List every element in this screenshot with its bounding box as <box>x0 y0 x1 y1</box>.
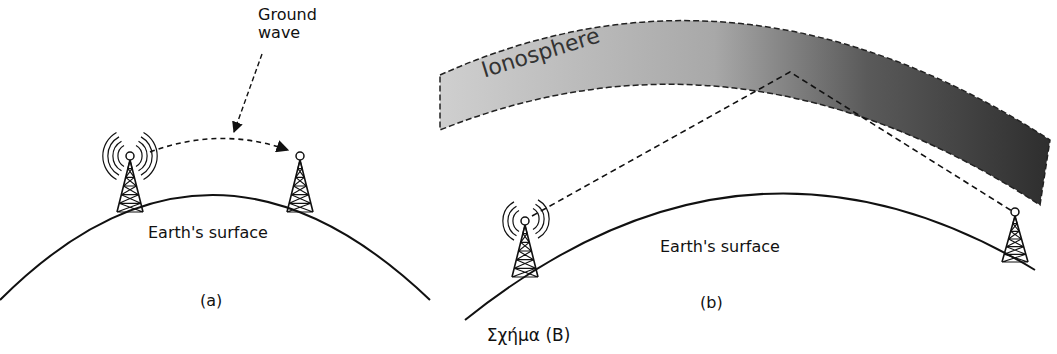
emission-arc <box>139 141 148 171</box>
emission-arc <box>103 133 117 180</box>
wave-label: Ground wave <box>258 6 328 43</box>
ground-wave <box>150 138 288 152</box>
antenna-tower <box>512 217 538 277</box>
emission-arc <box>144 133 158 180</box>
emission-arc <box>141 137 152 175</box>
figure-caption: Σχήμα (Β) <box>0 326 1057 346</box>
earth-surface <box>465 193 1035 320</box>
emission-arc <box>538 200 549 238</box>
emission-arc <box>108 137 119 175</box>
antenna-tower <box>287 152 313 212</box>
surface-label: Earth's surface <box>148 224 268 242</box>
emission-arc <box>508 206 517 236</box>
leader-arrow <box>234 54 262 132</box>
surface-label: Earth's surface <box>660 238 780 256</box>
panel-label: (a) <box>200 292 222 310</box>
sky-wave <box>532 72 1012 216</box>
antenna-tower <box>117 152 143 212</box>
emission-arc <box>503 202 514 240</box>
emission-arc <box>513 211 519 232</box>
panel-label: (b) <box>700 294 723 312</box>
emission-arc <box>533 209 539 230</box>
band-outline <box>430 0 1055 240</box>
emission-arc <box>118 146 124 167</box>
emission-arc <box>136 146 142 167</box>
ionosphere-band: Ionosphere <box>430 0 1055 240</box>
emission-arc <box>536 204 545 234</box>
earth-surface <box>0 195 430 300</box>
emission-arc <box>113 141 122 171</box>
antenna-tower <box>1002 208 1028 262</box>
